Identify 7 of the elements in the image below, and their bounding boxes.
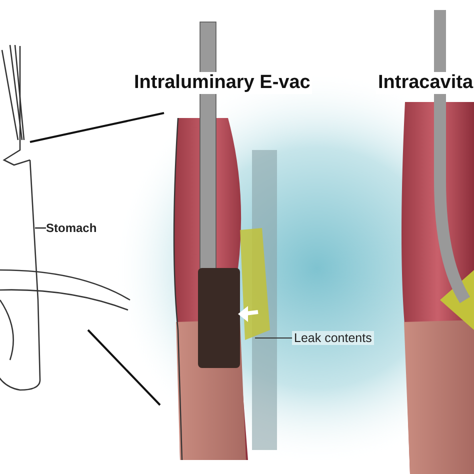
panel-title: Intracavita bbox=[376, 72, 474, 94]
callout-label: Leak contents bbox=[292, 331, 374, 345]
leader-line bbox=[35, 227, 46, 229]
stomach-wall bbox=[29, 160, 41, 380]
organ-label: Stomach bbox=[46, 221, 97, 235]
leak-area bbox=[240, 228, 270, 340]
panel-title: Intraluminary E-vac bbox=[132, 72, 312, 94]
